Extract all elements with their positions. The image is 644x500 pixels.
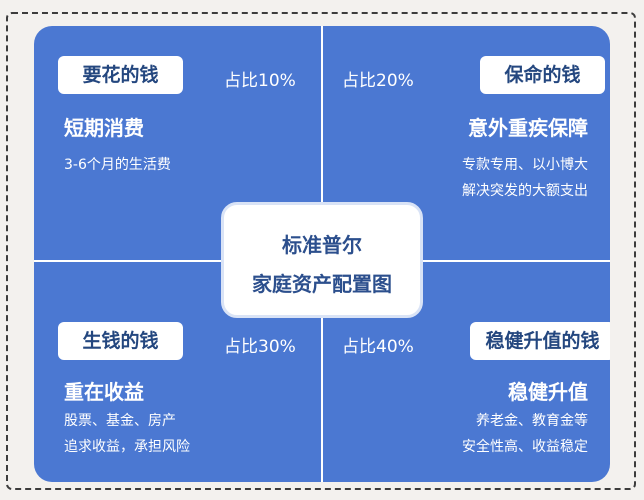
quadrant-heading: 稳健升值 xyxy=(508,380,588,404)
quadrant-percent: 占比20% xyxy=(342,71,414,91)
description-line: 追求收益，承担风险 xyxy=(64,439,190,455)
quadrant-heading: 重在收益 xyxy=(64,380,144,404)
description-line: 3-6个月的生活费 xyxy=(64,157,171,173)
quadrant-label: 要花的钱 xyxy=(58,56,183,94)
description-line: 养老金、教育金等 xyxy=(476,413,588,429)
quadrant-description: 专款专用、以小博大 解决突发的大额支出 xyxy=(462,152,588,204)
quadrant-percent: 占比10% xyxy=(224,71,296,91)
quadrant-description: 3-6个月的生活费 xyxy=(64,152,171,178)
quadrant-description: 股票、基金、房产 追求收益，承担风险 xyxy=(64,408,190,460)
quadrant-top-left: 要花的钱 占比10% 短期消费 3-6个月的生活费 xyxy=(34,26,322,254)
quadrant-label: 生钱的钱 xyxy=(58,322,183,360)
quadrant-description: 养老金、教育金等 安全性高、收益稳定 xyxy=(462,408,588,460)
description-line: 解决突发的大额支出 xyxy=(462,183,588,199)
description-line: 股票、基金、房产 xyxy=(64,413,176,429)
description-line: 专款专用、以小博大 xyxy=(462,157,588,173)
quadrant-percent: 占比30% xyxy=(224,337,296,357)
description-line: 安全性高、收益稳定 xyxy=(462,439,588,455)
dashed-frame xyxy=(6,12,636,490)
quadrant-top-right: 占比20% 保命的钱 意外重疾保障 专款专用、以小博大 解决突发的大额支出 xyxy=(322,26,610,254)
quadrant-bottom-left: 生钱的钱 占比30% 重在收益 股票、基金、房产 追求收益，承担风险 xyxy=(34,262,322,482)
quadrant-heading: 短期消费 xyxy=(64,116,144,140)
quadrant-bottom-right: 占比40% 稳健升值的钱 稳健升值 养老金、教育金等 安全性高、收益稳定 xyxy=(322,262,610,482)
quadrant-heading: 意外重疾保障 xyxy=(468,116,588,140)
quadrant-label: 稳健升值的钱 xyxy=(470,322,610,360)
center-title-line-1: 标准普尔 xyxy=(282,233,362,257)
quadrant-percent: 占比40% xyxy=(342,337,414,357)
center-title-line-2: 家庭资产配置图 xyxy=(252,272,392,296)
asset-allocation-board: 要花的钱 占比10% 短期消费 3-6个月的生活费 占比20% 保命的钱 意外重… xyxy=(34,26,610,482)
quadrant-label: 保命的钱 xyxy=(480,56,605,94)
center-title-box: 标准普尔 家庭资产配置图 xyxy=(221,202,423,318)
